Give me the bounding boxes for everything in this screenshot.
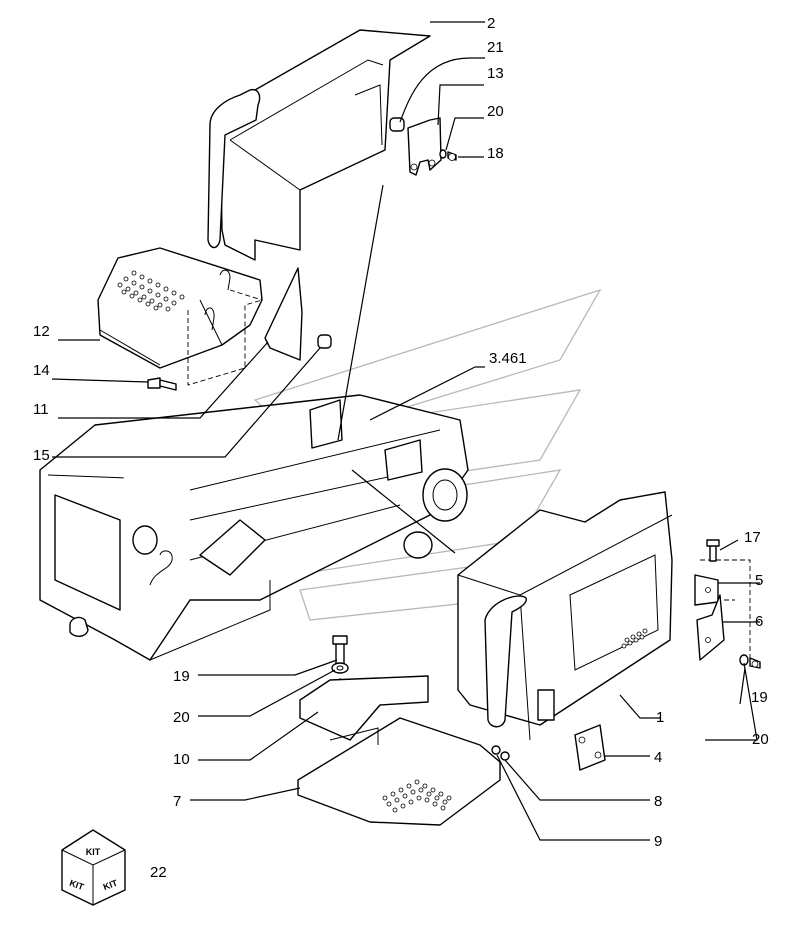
label-18: 18 bbox=[487, 145, 504, 162]
kit-box-icon: KIT KIT KIT bbox=[61, 829, 126, 906]
perforation-pattern-cover bbox=[621, 628, 648, 649]
part-21-bushing bbox=[389, 117, 405, 132]
part-number-labels: 2 21 13 20 18 12 14 11 3.461 15 17 5 6 1… bbox=[33, 15, 769, 881]
perforation-pattern bbox=[117, 270, 185, 312]
label-10: 10 bbox=[173, 751, 190, 768]
part-5-hinge bbox=[694, 574, 719, 606]
label-4: 4 bbox=[654, 749, 662, 766]
label-22: 22 bbox=[150, 864, 167, 881]
part-8-9-washer-nut bbox=[491, 745, 510, 761]
part-11-side-plate bbox=[264, 267, 303, 361]
part-4-latch bbox=[574, 724, 606, 771]
part-13-bracket bbox=[407, 117, 442, 176]
label-9: 9 bbox=[654, 833, 662, 850]
part-20-18-washer-screw bbox=[439, 149, 457, 161]
main-chassis-frame bbox=[39, 394, 469, 661]
label-1: 1 bbox=[656, 709, 664, 726]
label-2: 2 bbox=[487, 15, 495, 32]
part-2-upper-cover bbox=[207, 29, 431, 261]
leader-lines bbox=[51, 21, 760, 841]
label-20-top: 20 bbox=[487, 103, 504, 120]
part-12-perforated-cover bbox=[97, 247, 263, 369]
label-3-461: 3.461 bbox=[489, 350, 527, 367]
label-12: 12 bbox=[33, 323, 50, 340]
label-7: 7 bbox=[173, 793, 181, 810]
label-13: 13 bbox=[487, 65, 504, 82]
part-19-20-right-fastener bbox=[739, 654, 761, 669]
label-20-right: 20 bbox=[752, 731, 769, 748]
label-8: 8 bbox=[654, 793, 662, 810]
label-20-left: 20 bbox=[173, 709, 190, 726]
label-5: 5 bbox=[755, 572, 763, 589]
label-19-left: 19 bbox=[173, 668, 190, 685]
label-19-right: 19 bbox=[751, 689, 768, 706]
kit-box-top-label: KIT bbox=[86, 847, 101, 857]
part-20-washer bbox=[331, 662, 349, 674]
label-14: 14 bbox=[33, 362, 50, 379]
part-10-mounting-bracket bbox=[299, 675, 429, 741]
label-21: 21 bbox=[487, 39, 504, 56]
part-6-hinge bbox=[696, 594, 725, 661]
label-15: 15 bbox=[33, 447, 50, 464]
part-7-step-plate bbox=[297, 717, 501, 826]
part-15-spacer bbox=[317, 334, 332, 349]
part-17-screw bbox=[706, 539, 720, 562]
part-1-right-cover bbox=[457, 491, 673, 741]
label-6: 6 bbox=[755, 613, 763, 630]
kit-box-right-label: KIT bbox=[102, 878, 120, 893]
part-14-bolt bbox=[147, 377, 177, 391]
kit-box-left-label: KIT bbox=[68, 878, 86, 893]
perforation-pattern-step bbox=[382, 779, 452, 813]
label-17: 17 bbox=[744, 529, 761, 546]
label-11: 11 bbox=[33, 401, 49, 418]
